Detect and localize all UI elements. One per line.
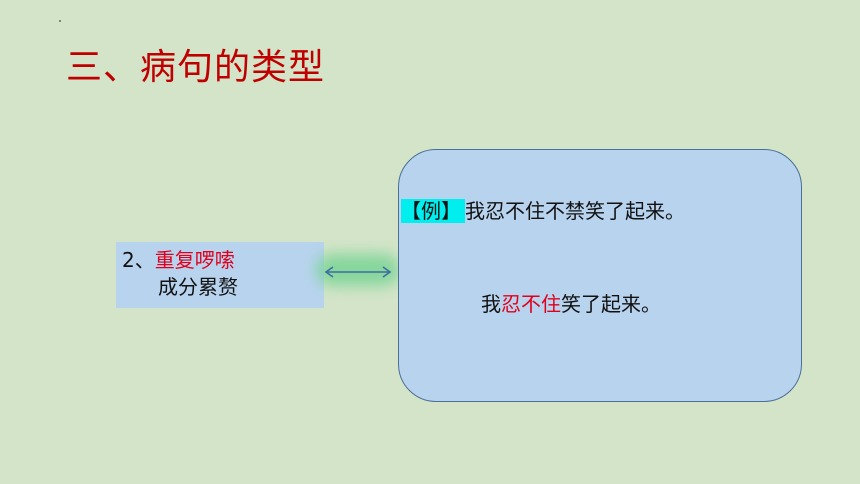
- correction-suffix: 笑了起来。: [561, 292, 661, 316]
- correction-highlight: 忍不住: [501, 292, 561, 316]
- example-tag: 【例】: [401, 199, 465, 223]
- example-sentence-line: 【例】我忍不住不禁笑了起来。: [401, 196, 685, 226]
- example-sentence: 我忍不住不禁笑了起来。: [465, 199, 685, 223]
- example-box: [398, 149, 802, 402]
- category-heading: 重复啰嗦: [154, 248, 235, 272]
- double-arrow-icon: [324, 266, 392, 278]
- category-number: 2、: [122, 248, 155, 272]
- category-box: 2、重复啰嗦 成分累赘: [116, 242, 324, 308]
- category-heading-line: 2、重复啰嗦: [122, 247, 324, 274]
- category-subheading: 成分累赘: [158, 275, 238, 299]
- slide-title: 三、病句的类型: [66, 47, 326, 88]
- correction-prefix: 我: [481, 292, 501, 316]
- decorative-dot: [59, 20, 61, 22]
- corrected-sentence-line: 我忍不住笑了起来。: [481, 289, 661, 319]
